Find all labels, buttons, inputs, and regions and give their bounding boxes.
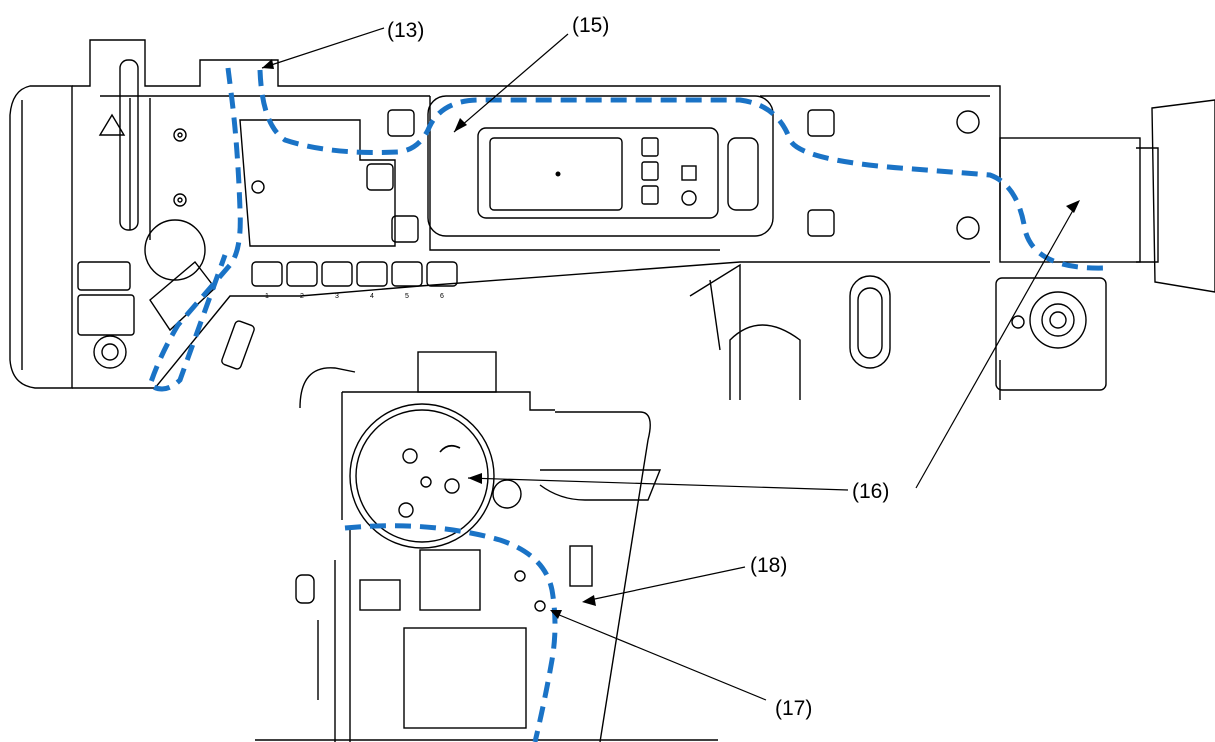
cable-route-upper-arm [147,67,1106,392]
operation-panel [427,95,774,237]
machine-arm [9,39,1001,400]
callout-18: (18) [750,554,788,577]
key-label-2: 2 [300,293,304,300]
cable-route [147,67,1106,742]
leader-13 [261,27,385,69]
leader-18 [589,566,746,601]
leader-lines [261,27,1077,701]
leader-17 [551,611,767,701]
cable-route-side [344,523,558,742]
memory-key-row [251,261,458,287]
callout-17: (17) [775,697,813,720]
rotation-arrow-icon [439,444,461,453]
key-label-5: 5 [405,293,409,300]
callout-15: (15) [572,14,610,37]
leader-arrowheads [262,59,1080,619]
leader-16b [467,477,849,491]
key-number-labels: 1 2 3 4 5 6 [265,293,444,300]
key-label-3: 3 [335,293,339,300]
balance-wheel-housing [995,99,1215,391]
key-label-6: 6 [440,293,444,300]
callout-13: (13) [387,19,425,42]
key-label-1: 1 [265,293,269,300]
leader-15 [453,33,569,133]
callout-16: (16) [852,480,890,503]
leader-16a [915,204,1077,489]
machine-side-view [255,351,718,742]
key-label-4: 4 [370,293,374,300]
